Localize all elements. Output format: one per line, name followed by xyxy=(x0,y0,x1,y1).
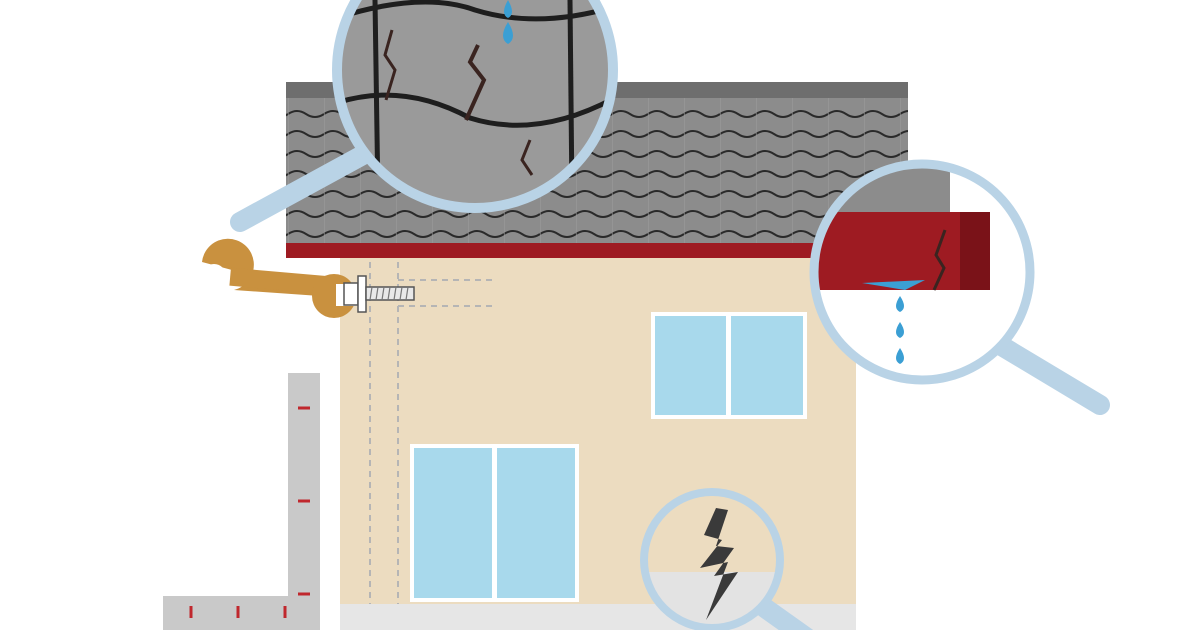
carpenter-square-icon xyxy=(163,373,320,630)
magnifier-foundation-crack-icon xyxy=(640,488,814,630)
upper-window xyxy=(651,312,807,419)
roof-fascia xyxy=(286,243,816,258)
dashed-guides xyxy=(369,262,495,604)
bolt-icon xyxy=(343,275,415,313)
magnifier-gutter-leak-icon xyxy=(809,159,1110,415)
lower-window xyxy=(410,444,579,602)
magnifier-roof-crack-icon xyxy=(230,0,618,232)
